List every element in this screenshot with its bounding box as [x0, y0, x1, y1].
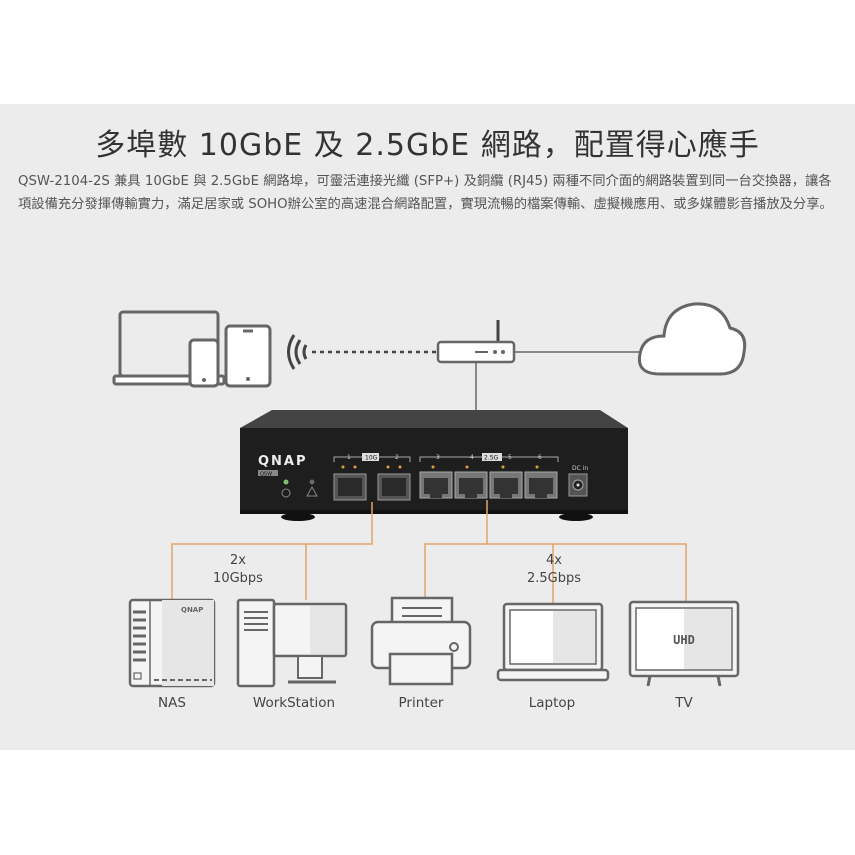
- power-led: [283, 479, 289, 485]
- port-number-3: 3: [436, 454, 440, 461]
- tv-label: TV: [674, 695, 693, 711]
- rj45-port-4: [454, 471, 488, 499]
- description-text: QSW-2104-2S 兼具 10GbE 與 2.5GbE 網路埠，可靈活連接光…: [18, 174, 833, 212]
- tv-icon: UHD: [628, 600, 740, 687]
- sfp-port-1: [333, 473, 367, 501]
- power-icon: [281, 488, 291, 498]
- network-switch: QNAP QSW 10G 2.5G 1 2 3 4 5 6: [240, 410, 628, 521]
- rj45-port-6: [524, 471, 558, 499]
- wifi-icon: [287, 334, 308, 370]
- port-number-5: 5: [508, 454, 512, 461]
- sfp-port-2: [377, 473, 411, 501]
- rj45-port-5: [489, 471, 523, 499]
- printer-icon: [370, 596, 472, 686]
- phone-icon: [188, 338, 220, 388]
- nas-label: NAS: [158, 695, 186, 711]
- sfp-count-label: 2x: [230, 553, 246, 568]
- switch-brand-logo: QNAP: [258, 454, 308, 469]
- port-number-1: 1: [347, 454, 351, 461]
- warning-icon: [306, 485, 318, 497]
- rj45-count-label: 4x: [546, 553, 562, 568]
- printer-label: Printer: [399, 695, 444, 711]
- tablet-icon: [224, 324, 272, 388]
- port-number-2: 2: [395, 454, 399, 461]
- dc-in-label: DC in: [572, 465, 588, 472]
- page-title: 多埠數 10GbE 及 2.5GbE 網路，配置得心應手: [95, 128, 760, 163]
- tv-screen-text: UHD: [673, 633, 695, 647]
- sfp-speed-label: 10Gbps: [213, 571, 263, 586]
- switch-model-badge: QSW: [260, 472, 272, 478]
- port-number-6: 6: [538, 454, 542, 461]
- nas-brand-logo: QNAP: [181, 606, 203, 614]
- sfp-group-label: 10G: [365, 455, 378, 462]
- port-number-4: 4: [470, 454, 474, 461]
- laptop-icon: [496, 602, 610, 682]
- rj45-group-label: 2.5G: [484, 455, 499, 462]
- rj45-speed-label: 2.5Gbps: [527, 571, 581, 586]
- rj45-port-3: [419, 471, 453, 499]
- workstation-label: WorkStation: [253, 695, 335, 711]
- nas-icon: QNAP: [128, 598, 216, 688]
- connection-lines: [171, 500, 687, 604]
- router-icon: [436, 320, 516, 364]
- cloud-icon: [637, 302, 747, 376]
- laptop-label: Laptop: [529, 695, 576, 711]
- workstation-icon: [236, 598, 348, 688]
- status-led: [309, 479, 315, 485]
- dc-in-port: [568, 473, 588, 497]
